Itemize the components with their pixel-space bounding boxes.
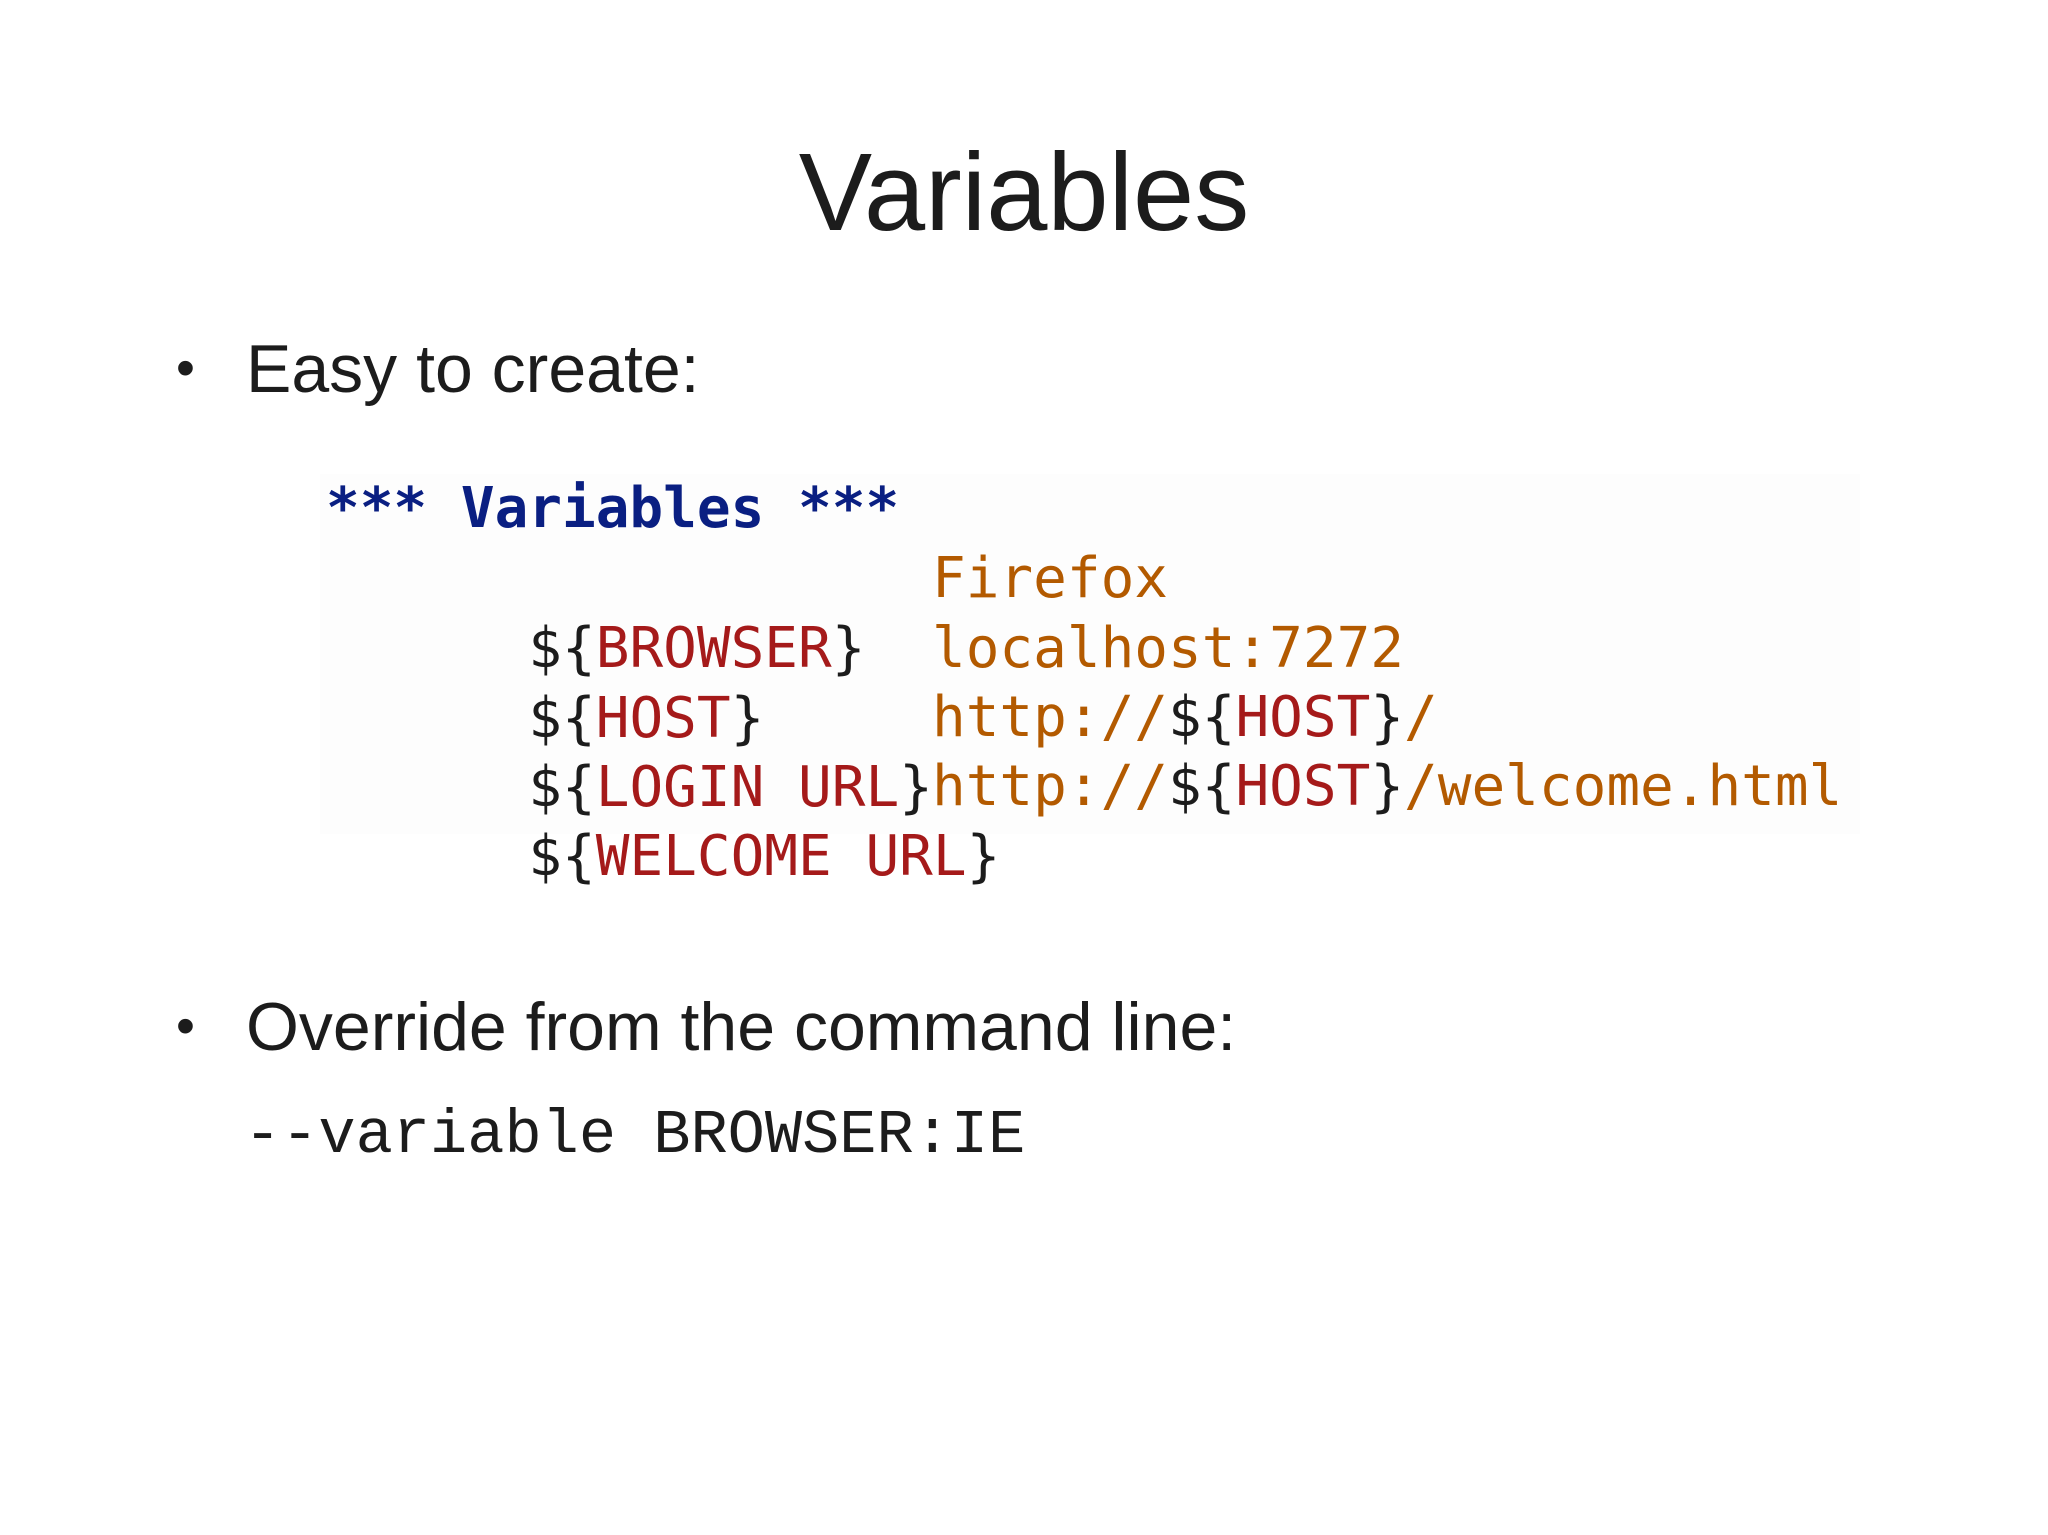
code-row: ${BROWSER} [326, 544, 865, 681]
code-brace: } [966, 824, 1001, 889]
code-variable-name: HOST [1235, 754, 1371, 819]
bullet-easy-to-create: • Easy to create: [176, 328, 700, 409]
code-value-text: http:// [932, 685, 1169, 750]
code-row: ${HOST} [326, 614, 764, 751]
code-brace: ${ [1168, 754, 1236, 819]
code-snippet: *** Variables *** ${BROWSER} Firefox ${H… [320, 474, 1860, 889]
bullet-marker: • [176, 338, 195, 398]
code-variable-name: LOGIN URL [595, 755, 900, 820]
code-brace: } [899, 755, 933, 820]
code-variable-name: HOST [1235, 685, 1371, 750]
code-value-text: /welcome.html [1404, 754, 1843, 819]
code-row: ${LOGIN URL} [326, 683, 933, 820]
code-brace: } [730, 686, 765, 751]
code-value: http://${HOST}/welcome.html [932, 752, 1842, 822]
code-brace: ${ [1168, 685, 1236, 750]
slide-title: Variables [798, 131, 1250, 254]
code-brace: } [1370, 754, 1405, 819]
code-brace: ${ [528, 616, 596, 681]
code-row: ${WELCOME URL} [326, 752, 1000, 889]
code-brace: } [1370, 685, 1405, 750]
code-section-header: *** Variables *** [326, 476, 900, 541]
bullet-text: Easy to create: [246, 331, 700, 407]
code-variable-name: WELCOME URL [595, 824, 967, 889]
code-value-text: / [1404, 685, 1438, 750]
code-value: http://${HOST}/ [932, 683, 1438, 753]
bullet-text: Override from the command line: [246, 989, 1237, 1065]
bullet-override-command-line: • Override from the command line: [176, 986, 1236, 1067]
code-brace: ${ [528, 755, 596, 820]
code-value: localhost:7272 [932, 614, 1404, 684]
code-variable-name: BROWSER [595, 616, 832, 681]
command-line-example: --variable BROWSER:IE [244, 1100, 1026, 1171]
bullet-marker: • [176, 996, 195, 1056]
code-brace: ${ [528, 686, 596, 751]
code-value-text: Firefox [932, 546, 1169, 611]
code-value-text: localhost:7272 [932, 616, 1405, 681]
code-brace: ${ [528, 824, 596, 889]
code-brace: } [831, 616, 866, 681]
code-variable-name: HOST [595, 686, 731, 751]
code-value: Firefox [932, 544, 1168, 614]
code-value-text: http:// [932, 754, 1169, 819]
